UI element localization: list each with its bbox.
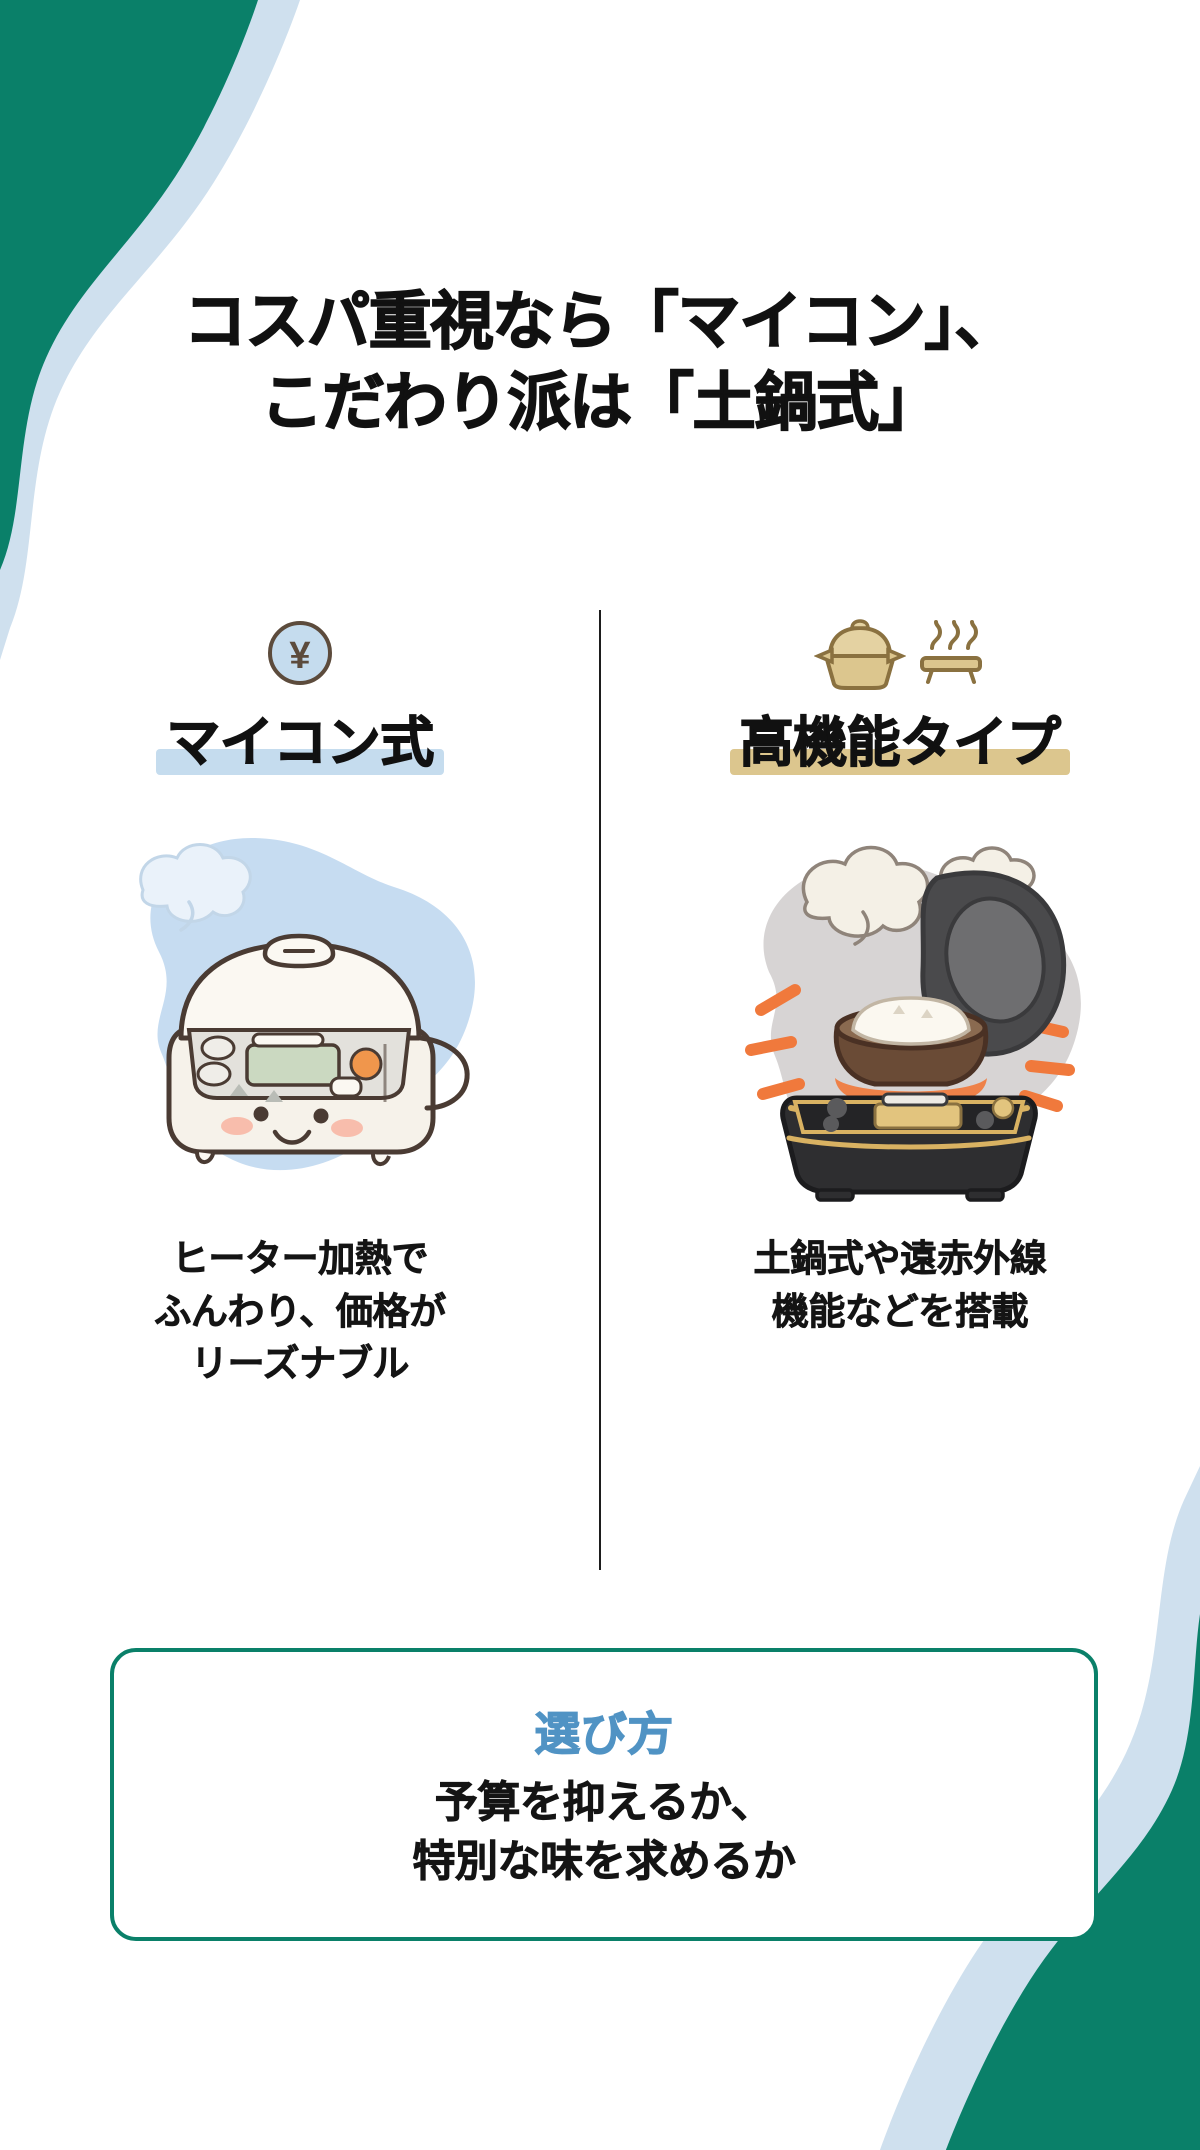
micom-caption-line-1: ヒーター加熱で [171,1238,429,1280]
donabe-clay-pot-icon [814,619,906,690]
micom-caption-line-3: リーズナブル [191,1343,410,1385]
selection-guide-box: 選び方 予算を抑えるか、 特別な味を求めるか [110,1648,1098,1941]
panel-slot [251,1032,325,1048]
face-cheek-right [331,1119,363,1137]
micom-heading: マイコン式 [166,712,435,773]
high-function-caption-line-1: 土鍋式や遠赤外線 [753,1238,1047,1280]
panel-button-1 [200,1035,236,1061]
micom-caption-line-2: ふんわり、価格が [154,1290,447,1332]
face-eye-right [313,1108,329,1124]
panel-button-3 [329,1076,363,1098]
high-function-heading-wrap: 高機能タイプ [729,698,1071,779]
panel-slot [881,1092,949,1107]
column-high-function: 高機能タイプ [600,590,1200,1570]
panel-arrow-1 [230,1084,248,1096]
cooker-foot-left [815,1188,855,1202]
column-divider [599,610,601,1570]
cooker-foot-left [195,1151,215,1164]
high-function-heading-highlight [729,749,1071,775]
selection-guide-body: 予算を抑えるか、 特別な味を求めるか [412,1774,796,1891]
start-button [991,1096,1015,1120]
micom-caption: ヒーター加熱で ふんわり、価格が リーズナブル [154,1233,447,1391]
micom-heading-wrap: マイコン式 [156,698,444,779]
yen-coin-icon: ¥ [268,621,332,685]
black-gold-rice-cooker-illustration [745,845,1081,1202]
high-function-illustration-wrap [680,797,1120,1227]
panel-button-3 [976,1111,994,1129]
face-eye-left [253,1106,269,1122]
gold-trim-lower [786,1135,1032,1150]
rice-grain-2 [921,1009,933,1018]
panel-button-2 [823,1116,839,1132]
high-function-caption: 土鍋式や遠赤外線 機能などを搭載 [753,1233,1047,1338]
title-line-1: コスパ重視なら「マイコン」、 [183,286,1019,358]
high-function-heading: 高機能タイプ [739,712,1062,773]
selection-guide-line-1: 予算を抑えるか、 [434,1779,774,1828]
rice-grain-1 [893,1005,905,1014]
selection-guide-line-2: 特別な味を求めるか [412,1837,796,1886]
micom-heading-highlight [156,749,444,775]
panel-button-1 [827,1098,847,1118]
panel-arrow-2 [265,1090,283,1102]
cooker-foot-right [371,1153,391,1166]
cooker-foot-right [965,1188,1005,1202]
lcd-display [245,1043,341,1087]
steam-puff-icon [139,843,252,932]
face-smile [272,1129,312,1145]
column-micom: ¥ マイコン式 [0,590,600,1570]
steam-heat-icon [920,620,982,684]
high-function-icon-row [814,596,986,692]
comparison-section: ¥ マイコン式 [0,590,1200,1570]
high-function-caption-line-2: 機能などを搭載 [771,1290,1029,1332]
page-title: コスパ重視なら「マイコン」、 こだわり派は「土鍋式」 [0,282,1200,443]
micom-illustration-wrap [80,797,520,1227]
selection-guide-title: 選び方 [534,1707,674,1761]
title-line-2: こだわり派は「土鍋式」 [260,367,942,439]
cooked-rice [851,996,971,1046]
side-handle [418,1035,470,1111]
face-cheek-left [221,1117,253,1135]
white-rice-cooker-illustration [139,837,475,1171]
gold-display [873,1102,963,1130]
lid-inner-plate [944,896,1046,1024]
panel-button-2 [196,1061,232,1087]
micom-icon-row: ¥ [261,596,339,692]
cook-start-button [349,1047,383,1081]
yen-symbol: ¥ [289,635,310,677]
